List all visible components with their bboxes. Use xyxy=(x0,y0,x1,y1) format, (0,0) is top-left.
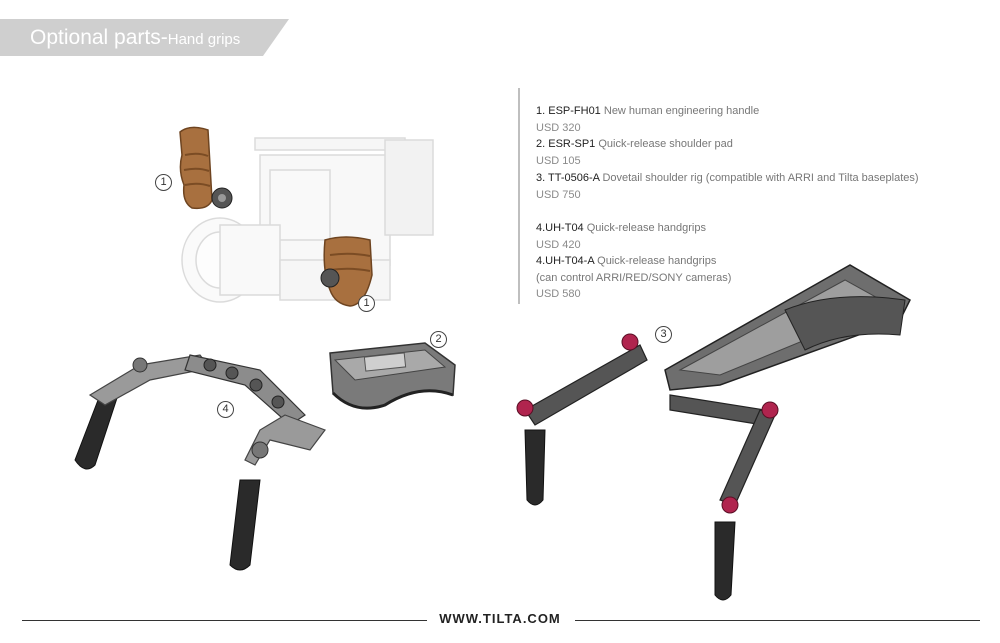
spec-code: 3. TT-0506-A xyxy=(536,172,600,184)
callout-3: 3 xyxy=(655,326,672,343)
shoulder-pad-figure xyxy=(329,342,456,410)
callout-4: 4 xyxy=(217,401,234,418)
handgrips-figure xyxy=(74,354,326,571)
header-banner xyxy=(0,19,289,56)
footer-website: WWW.TILTA.COM xyxy=(439,611,561,626)
spec-desc: (can control ARRI/RED/SONY cameras) xyxy=(536,272,732,284)
knob-right xyxy=(761,401,779,419)
knob-bottom xyxy=(721,496,739,514)
spec-price-4: USD 420 xyxy=(536,239,581,251)
spec-price: USD 420 xyxy=(536,239,581,251)
spec-item-4: 4.UH-T04 Quick-release handgrips xyxy=(536,222,706,234)
spec-list: 1. ESP-FH01 New human engineering handle… xyxy=(518,88,920,304)
page-title: Optional parts-Hand grips xyxy=(30,26,240,50)
spec-desc: New human engineering handle xyxy=(600,105,760,117)
footer-divider-right xyxy=(575,620,980,621)
spec-item-3: 3. TT-0506-A Dovetail shoulder rig (comp… xyxy=(536,172,919,184)
knob-left xyxy=(516,399,534,417)
spec-desc: Dovetail shoulder rig (compatible with A… xyxy=(599,172,919,184)
page-title-sub: Hand grips xyxy=(167,31,241,48)
callout-1-top: 1 xyxy=(155,174,172,191)
spec-desc: Quick-release handgrips xyxy=(583,222,706,234)
spec-price: USD 750 xyxy=(536,189,581,201)
spec-price-5: USD 580 xyxy=(536,288,581,300)
spec-code: 4.UH-T04-A xyxy=(536,255,595,267)
spec-price-2: USD 105 xyxy=(536,155,581,167)
handle-rosette-right xyxy=(320,268,340,288)
rig-left-grip xyxy=(524,429,546,506)
page-title-main: Optional parts- xyxy=(30,26,168,49)
spec-price-3: USD 750 xyxy=(536,189,581,201)
camera-rig-figure xyxy=(179,126,434,307)
spec-price-1: USD 320 xyxy=(536,122,581,134)
spec-item-2: 2. ESR-SP1 Quick-release shoulder pad xyxy=(536,138,733,150)
rig-right-grip xyxy=(714,521,736,601)
spec-note-5: (can control ARRI/RED/SONY cameras) xyxy=(536,272,731,284)
spec-code: 2. ESR-SP1 xyxy=(536,138,596,150)
callout-2: 2 xyxy=(430,331,447,348)
callout-1-bottom: 1 xyxy=(358,295,375,312)
knob-top xyxy=(621,333,639,351)
spec-code: 1. ESP-FH01 xyxy=(536,105,601,117)
shoulder-rig-figure xyxy=(516,264,911,601)
right-grip xyxy=(229,479,261,571)
spec-desc: Quick-release shoulder pad xyxy=(595,138,733,150)
spec-code: 4.UH-T04 xyxy=(536,222,584,234)
spec-price: USD 320 xyxy=(536,122,581,134)
spec-price: USD 580 xyxy=(536,288,581,300)
spec-item-5: 4.UH-T04-A Quick-release handgrips xyxy=(536,255,716,267)
spec-item-1: 1. ESP-FH01 New human engineering handle xyxy=(536,105,759,117)
footer-divider-left xyxy=(22,620,427,621)
spec-desc: Quick-release handgrips xyxy=(594,255,717,267)
spec-price: USD 105 xyxy=(536,155,581,167)
